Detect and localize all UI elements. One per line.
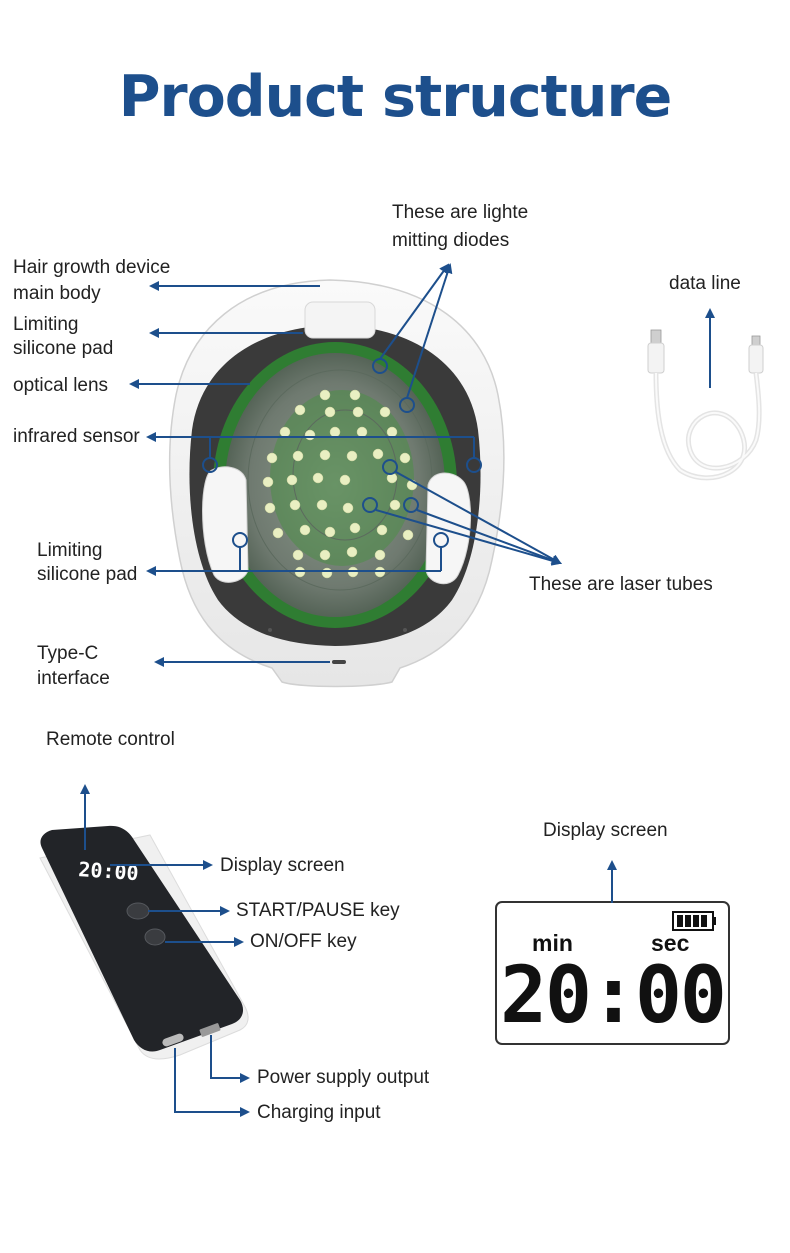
label-diodes-1: These are lighte (392, 202, 529, 223)
left-silicone-pad (202, 466, 249, 583)
remote-arrows (80, 784, 250, 1117)
lcd-min-label: min (532, 930, 573, 956)
label-display-screen: Display screen (543, 820, 668, 841)
callout-arrows (129, 263, 562, 667)
label-main-body-1: Hair growth device (13, 257, 171, 278)
label-pad-bottom-2: silicone pad (37, 564, 138, 585)
right-silicone-pad (425, 472, 472, 585)
lcd-time-digits: 20:00 (500, 951, 727, 1041)
label-optical-lens: optical lens (13, 375, 109, 396)
label-charging-input: Charging input (257, 1102, 381, 1123)
remote-on-off-button (144, 928, 166, 946)
label-remote-control: Remote control (46, 729, 175, 750)
label-power-output: Power supply output (257, 1067, 430, 1088)
label-type-c-1: Type-C (37, 643, 99, 664)
top-silicone-pad (304, 301, 376, 339)
label-start-pause: START/PAUSE key (236, 900, 400, 921)
remote-start-pause-button (126, 902, 150, 920)
label-infrared-sensor: infrared sensor (13, 426, 140, 447)
lcd-sec-label: sec (651, 930, 690, 956)
lcd-display (495, 901, 730, 1045)
callout-markers (202, 358, 482, 548)
label-pad-top-1: Limiting (13, 314, 79, 335)
label-diodes-2: mitting diodes (392, 230, 510, 251)
remote-control: 20:00 (39, 825, 249, 1060)
type-c-port (332, 660, 346, 664)
remote-display-digits: 20:00 (78, 857, 140, 885)
label-main-body-2: main body (13, 283, 101, 304)
label-on-off: ON/OFF key (250, 931, 357, 952)
usb-cable (647, 329, 764, 481)
helmet-device (168, 279, 505, 688)
label-type-c-2: interface (37, 668, 110, 689)
page-title: Product structure (118, 64, 673, 130)
battery-icon (672, 911, 716, 931)
label-remote-display: Display screen (220, 855, 345, 876)
label-data-line: data line (669, 273, 741, 294)
label-pad-bottom-1: Limiting (37, 540, 103, 561)
label-pad-top-2: silicone pad (13, 338, 114, 359)
label-laser-tubes: These are laser tubes (529, 574, 713, 595)
